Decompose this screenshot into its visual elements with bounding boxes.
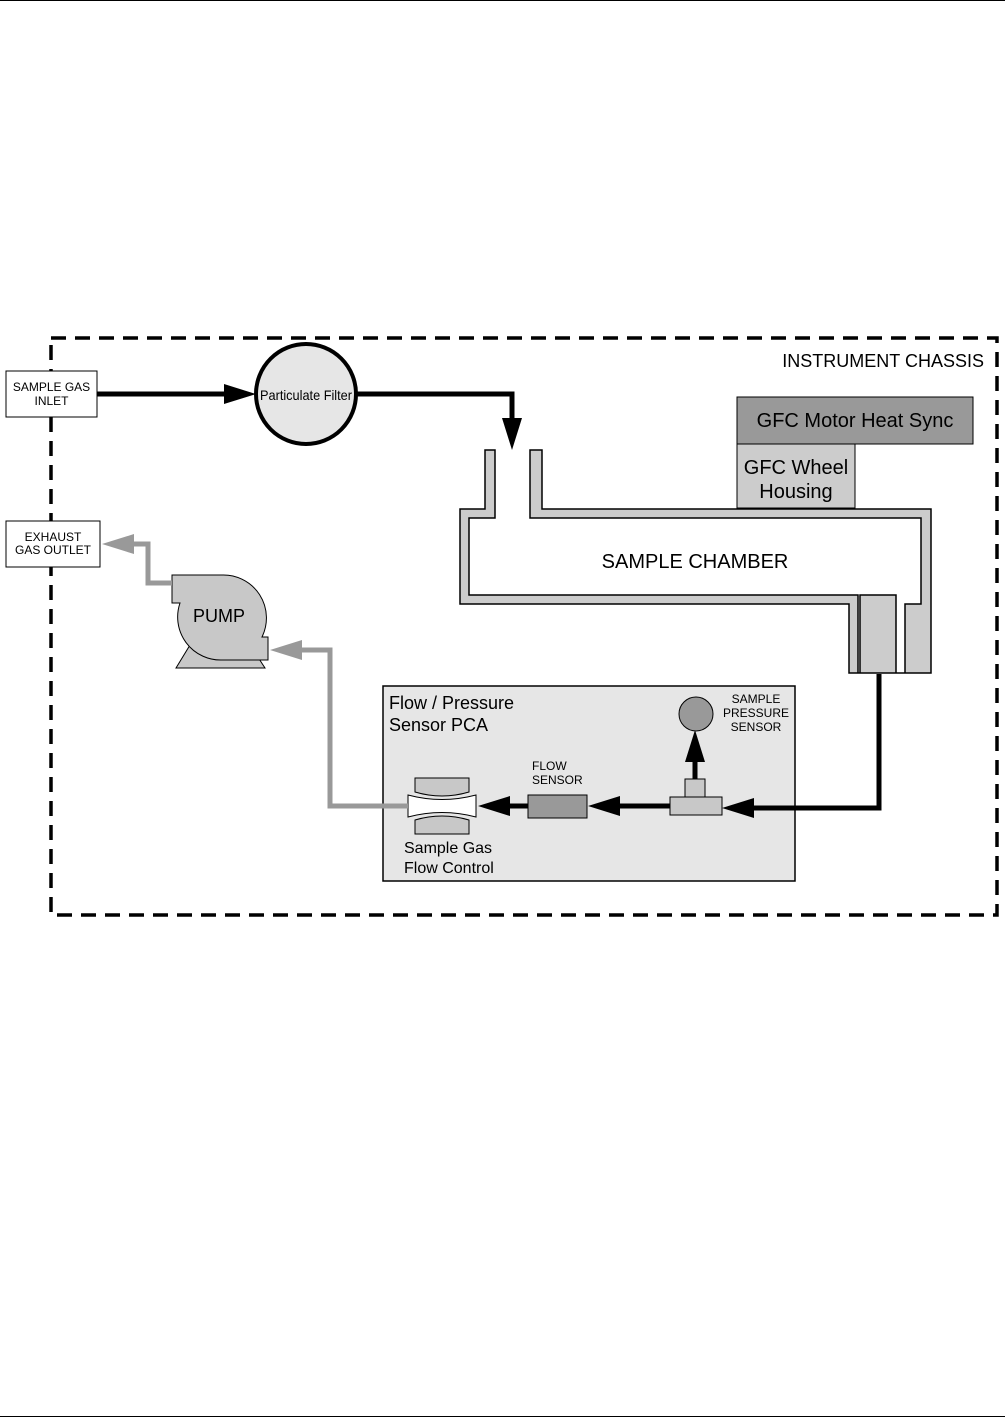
heat-sync-label: GFC Motor Heat Sync [757,410,954,432]
tee-to-flow-sensor-line [588,796,670,816]
flow-arrow-icon [224,384,256,404]
pressure-sensor-label-line3: SENSOR [731,720,782,734]
flow-sensor-label-line1: FLOW [532,759,567,773]
pca-label-line2: Sensor PCA [389,715,488,735]
chamber-label: SAMPLE CHAMBER [602,551,789,573]
sample-chamber: SAMPLE CHAMBER [459,449,932,674]
filter-label: Particulate Filter [260,387,352,403]
flow-arrow-icon [685,730,705,762]
pca-label-line1: Flow / Pressure [389,693,514,713]
exhaust-arrow-icon [270,640,302,660]
flow-sensor: FLOW SENSOR [527,759,588,819]
sample-pressure-sensor: SAMPLE PRESSURE SENSOR [678,692,789,734]
pump-label: PUMP [193,606,245,626]
inlet-label-line1: SAMPLE GAS [13,380,90,394]
filter-to-chamber-line [356,391,522,450]
chamber-to-pca-line [722,674,882,818]
t-fitting [669,778,723,816]
pump: PUMP [171,574,269,669]
instrument-chassis-boundary [49,336,999,917]
flow-arrow-icon [502,418,522,450]
pressure-sensor-label-line2: PRESSURE [723,706,789,720]
pump-to-outlet-line [102,534,172,586]
flow-sensor-to-flow-control-line [478,796,528,816]
outlet-label-line1: EXHAUST [25,530,82,544]
outlet-label-line2: GAS OUTLET [15,543,92,557]
gfc-motor-heat-sync: GFC Motor Heat Sync [736,396,974,445]
flow-control-label-line2: Flow Control [404,860,494,877]
flow-sensor-label-line2: SENSOR [532,773,583,787]
inlet-label-line2: INLET [34,394,69,408]
flow-arrow-icon [478,796,510,816]
tee-to-pressure-sensor-line [685,730,705,779]
header-rule [0,0,1005,1]
gfc-wheel-housing: GFC Wheel Housing [736,443,856,509]
flow-control-label-line1: Sample Gas [404,840,492,857]
exhaust-gas-outlet: EXHAUST GAS OUTLET [5,520,101,568]
particulate-filter: Particulate Filter [254,342,358,446]
sample-gas-inlet: SAMPLE GAS INLET [5,370,98,418]
inlet-to-filter-line [97,384,256,404]
pressure-sensor-label-line1: SAMPLE [732,692,781,706]
exhaust-arrow-icon [102,534,134,554]
chassis-label: INSTRUMENT CHASSIS [782,351,984,371]
flow-control-to-pump-line [270,640,408,809]
wheel-label-line1: GFC Wheel [744,457,848,479]
wheel-label-line2: Housing [759,481,832,503]
sample-gas-flow-control: Sample Gas Flow Control [404,777,494,877]
flow-arrow-icon [588,796,620,816]
footer-rule [0,1416,1005,1417]
flow-arrow-icon [722,798,754,818]
